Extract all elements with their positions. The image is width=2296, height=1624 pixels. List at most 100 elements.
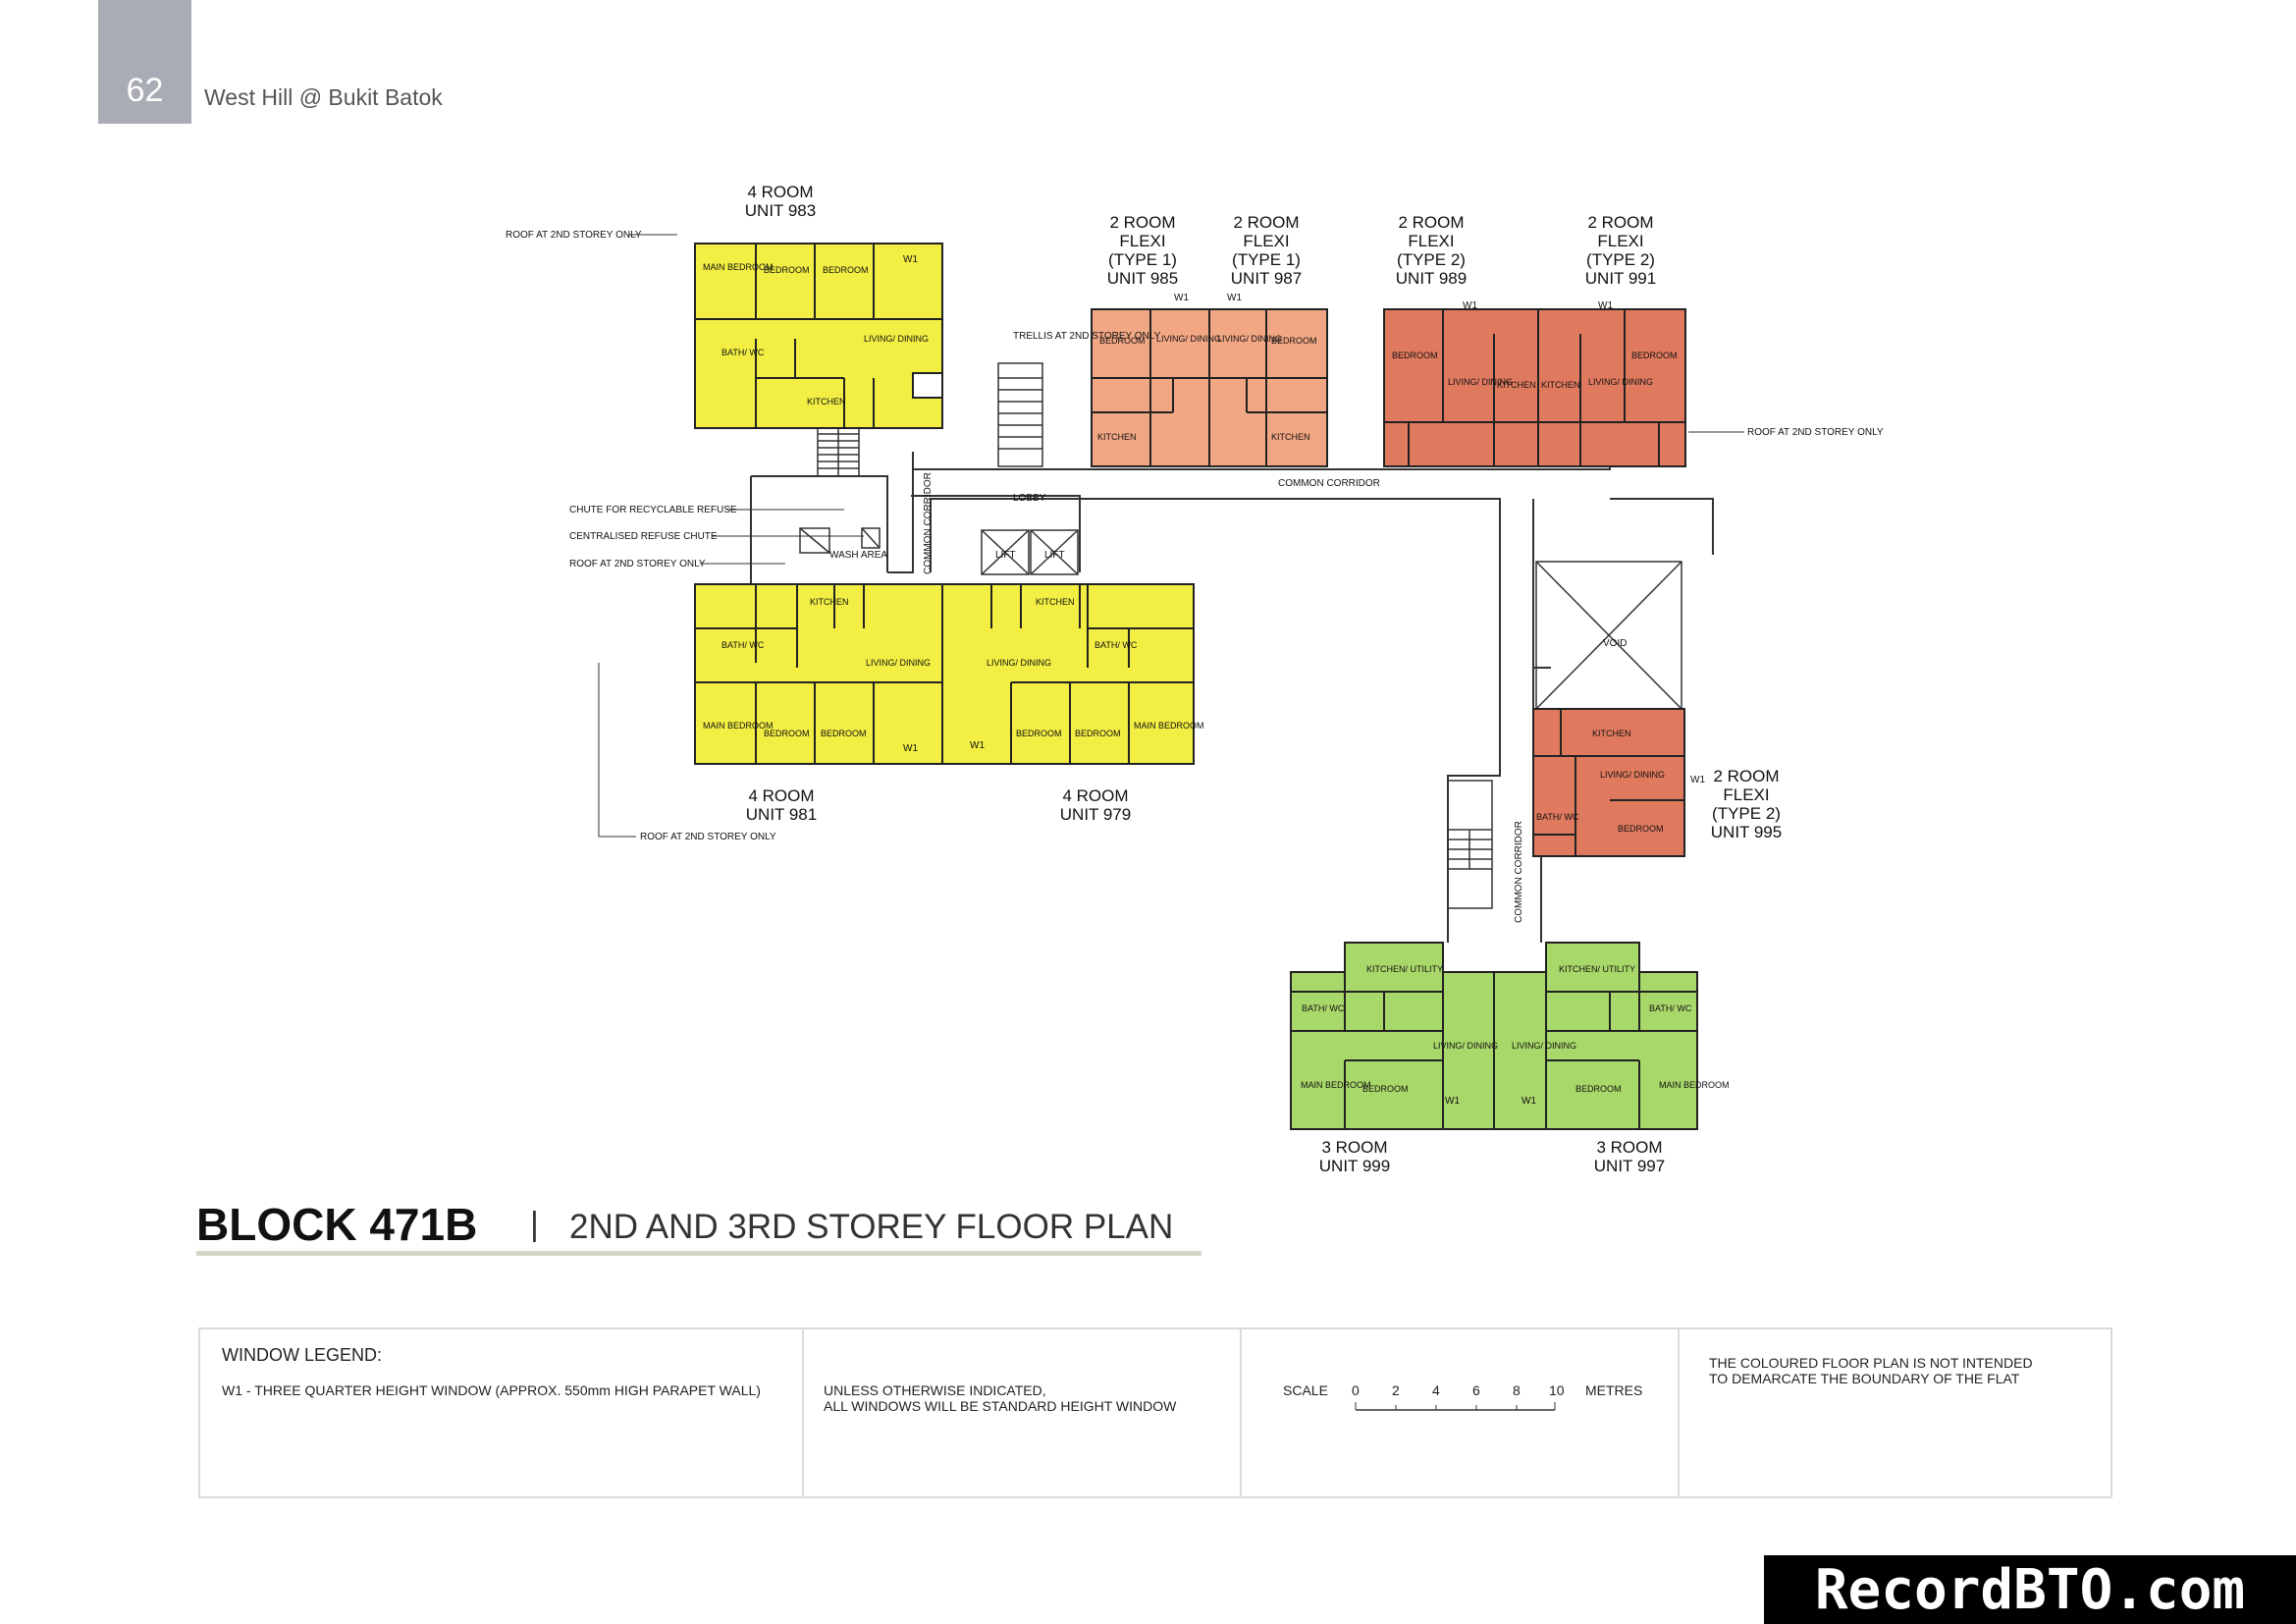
refuse-chute-note: CENTRALISED REFUSE CHUTE [569, 531, 718, 542]
room-label: KITCHEN [807, 397, 846, 406]
void-area [1535, 561, 1682, 710]
stair-north [817, 426, 860, 477]
room-label: MAIN BEDROOM [703, 721, 774, 731]
room-label: LIVING/ DINING [1156, 334, 1221, 344]
legend-note1-line1: UNLESS OTHERWISE INDICATED, [824, 1382, 1046, 1398]
room-label: BEDROOM [1362, 1084, 1409, 1094]
floor-plan: MAIN BEDROOM BEDROOM BEDROOM LIVING/ DIN… [506, 230, 1884, 1130]
room-label: KITCHEN [1497, 380, 1536, 390]
legend-boundary-column: THE COLOURED FLOOR PLAN IS NOT INTENDED … [1680, 1329, 2114, 1496]
legend-note1-line2: ALL WINDOWS WILL BE STANDARD HEIGHT WIND… [824, 1398, 1177, 1414]
window-w1: W1 [1690, 775, 1705, 785]
room-label: BEDROOM [1631, 351, 1678, 360]
room-label: BATH/ WC [1536, 812, 1579, 822]
scale-unit: METRES [1585, 1382, 1643, 1398]
room-label: KITCHEN [1592, 729, 1631, 738]
roof-note-west: ROOF AT 2ND STOREY ONLY [569, 559, 706, 569]
lift-label: LIFT [995, 550, 1016, 561]
room-label: BEDROOM [1075, 729, 1121, 738]
room-label: BEDROOM [1016, 729, 1062, 738]
scale-tick: 10 [1549, 1382, 1565, 1398]
corridor-label-vertical: COMMON CORRIDOR [1514, 821, 1524, 923]
room-label: LIVING/ DINING [1600, 770, 1665, 780]
room-label: LIVING/ DINING [1512, 1041, 1576, 1051]
room-label: LIVING/ DINING [866, 658, 931, 668]
room-label: BEDROOM [823, 265, 869, 275]
unit-987-plan [1208, 308, 1328, 467]
roof-note-east: ROOF AT 2ND STOREY ONLY [1747, 427, 1884, 438]
room-label: BEDROOM [764, 729, 810, 738]
room-label: BEDROOM [1618, 824, 1664, 834]
scale-tick: 4 [1432, 1382, 1440, 1398]
window-w1: W1 [1174, 293, 1189, 303]
unit-997-plan [1493, 942, 1698, 1130]
corridor-label: COMMON CORRIDOR [1278, 478, 1380, 489]
room-labels: MAIN BEDROOM BEDROOM BEDROOM LIVING/ DIN… [703, 262, 1730, 1094]
room-label: KITCHEN [1036, 597, 1075, 607]
unit-999-plan [1290, 942, 1495, 1130]
lobby-label: LOBBY [1013, 493, 1046, 504]
project-title: West Hill @ Bukit Batok [204, 84, 443, 110]
scale-tick: 2 [1392, 1382, 1400, 1398]
room-label: BATH/ WC [1302, 1003, 1345, 1013]
room-label: BEDROOM [1271, 336, 1317, 346]
annotations: ROOF AT 2ND STOREY ONLY TRELLIS AT 2ND S… [506, 230, 1884, 1107]
unit-989-plan [1383, 308, 1539, 467]
corridor-label-vertical: COMMON CORRIDOR [923, 472, 934, 574]
room-label: MAIN BEDROOM [1659, 1080, 1730, 1090]
room-label: KITCHEN/ UTILITY [1559, 964, 1635, 974]
room-label: KITCHEN [1541, 380, 1580, 390]
legend-w1: W1 - THREE QUARTER HEIGHT WINDOW (APPROX… [222, 1382, 761, 1398]
room-label: LIVING/ DINING [1588, 377, 1653, 387]
room-label: MAIN BEDROOM [1134, 721, 1204, 731]
unit-983-plan [694, 243, 943, 429]
heading-separator: | [530, 1206, 539, 1243]
scale-tick: 0 [1352, 1382, 1360, 1398]
scale-tick: 8 [1513, 1382, 1521, 1398]
scale-bar [1355, 1402, 1556, 1411]
room-label: KITCHEN [1271, 432, 1310, 442]
legend-note-column: UNLESS OTHERWISE INDICATED, ALL WINDOWS … [804, 1329, 1242, 1496]
page-number: 62 [98, 0, 191, 124]
window-w1: W1 [903, 743, 918, 754]
plan-heading: BLOCK 471B | 2ND AND 3RD STOREY FLOOR PL… [196, 1192, 1201, 1256]
recyclable-chute-note: CHUTE FOR RECYCLABLE REFUSE [569, 505, 737, 515]
room-label: BATH/ WC [721, 348, 765, 357]
room-label: KITCHEN/ UTILITY [1366, 964, 1443, 974]
room-label: KITCHEN [1097, 432, 1137, 442]
room-label: MAIN BEDROOM [1301, 1080, 1371, 1090]
window-w1: W1 [970, 740, 985, 751]
watermark-brand: RecordBTO.com [1764, 1555, 2296, 1624]
scale-tick: 6 [1472, 1382, 1480, 1398]
room-label: LIVING/ DINING [1217, 334, 1282, 344]
room-label: BEDROOM [821, 729, 867, 738]
roof-note-983: ROOF AT 2ND STOREY ONLY [506, 230, 642, 241]
room-label: LIVING/ DINING [1433, 1041, 1498, 1051]
chute-boxes [799, 527, 881, 554]
wash-area-label: WASH AREA [829, 550, 887, 561]
legend-scale-column: SCALE 0 2 4 6 8 10 METRES [1242, 1329, 1680, 1496]
room-label: LIVING/ DINING [864, 334, 929, 344]
trellis-note: TRELLIS AT 2ND STOREY ONLY [1013, 331, 1161, 342]
legend-title: WINDOW LEGEND: [222, 1345, 383, 1365]
stair-trellis [997, 362, 1043, 467]
room-label: LIVING/ DINING [987, 658, 1051, 668]
room-label: BATH/ WC [1095, 640, 1138, 650]
block-title: BLOCK 471B [196, 1199, 478, 1250]
lift-shafts [981, 529, 1079, 575]
room-label: BATH/ WC [1649, 1003, 1692, 1013]
void-label: VOID [1603, 638, 1627, 649]
legend-window-column: WINDOW LEGEND: W1 - THREE QUARTER HEIGHT… [200, 1329, 804, 1496]
unit-979-plan [941, 583, 1195, 765]
room-label: MAIN BEDROOM [703, 262, 774, 272]
legend-note2-line2: TO DEMARCATE THE BOUNDARY OF THE FLAT [1709, 1371, 2020, 1386]
